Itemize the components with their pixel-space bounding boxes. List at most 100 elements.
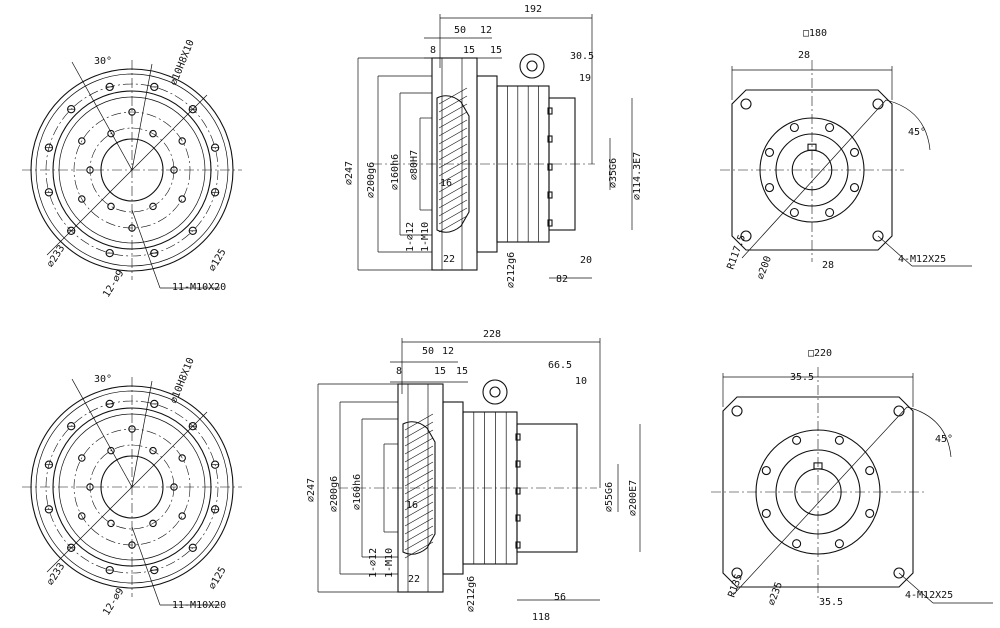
- label-d1-12: 1-⌀12: [405, 222, 416, 252]
- tapped-hole: [86, 483, 94, 491]
- label-d1-12: 1-⌀12: [368, 548, 379, 578]
- label-d22: 22: [443, 254, 455, 265]
- hatch-line: [404, 429, 434, 447]
- ring-hole: [764, 147, 775, 157]
- label-d200e7: ⌀200E7: [628, 480, 639, 516]
- label-d28b: 28: [822, 260, 834, 271]
- hatch-line: [404, 493, 434, 511]
- tapped-hole: [78, 512, 86, 520]
- hatch-line: [438, 87, 468, 105]
- front-flange-view-top: [22, 60, 242, 289]
- leader-tapped: [131, 526, 161, 606]
- label-d45: 45°: [935, 434, 953, 445]
- label-d19: 19: [579, 73, 591, 84]
- label-inner-dia: ⌀125: [207, 565, 229, 591]
- label-d15a: 15: [463, 45, 475, 56]
- diag-leader: [46, 94, 208, 256]
- corner-hole: [731, 567, 743, 579]
- angle-leader-2: [131, 380, 153, 488]
- label-d35-5b: 35.5: [819, 597, 843, 608]
- tapped-hole: [107, 446, 115, 455]
- tapped-hole: [86, 166, 94, 174]
- hatch-line: [438, 191, 468, 209]
- label-d1-m10: 1-M10: [384, 548, 395, 578]
- label-d12: 12: [442, 346, 454, 357]
- label-holes: 12-⌀9: [101, 586, 126, 617]
- lifting-eye: [519, 53, 545, 79]
- tapped-hole: [149, 446, 157, 455]
- corner-hole: [872, 98, 884, 110]
- leader-m12: [877, 235, 913, 267]
- hatch-line: [438, 103, 468, 121]
- corner-hole: [893, 405, 905, 417]
- tapped-hole: [178, 137, 186, 145]
- ring-hole: [792, 539, 802, 549]
- front-flange-view-bottom: [22, 377, 242, 606]
- hatch-line: [404, 477, 434, 495]
- label-sq220: □220: [808, 348, 832, 359]
- ring-hole: [764, 183, 775, 193]
- angle-arc: [885, 99, 931, 151]
- rivet: [547, 219, 553, 227]
- side-section-view-top: [357, 14, 633, 279]
- hatch-line: [438, 111, 468, 129]
- label-d56: 56: [554, 592, 566, 603]
- diag-leader: [46, 411, 208, 573]
- label-d1-m10: 1-M10: [420, 222, 431, 252]
- label-outer-dia: ⌀233: [45, 561, 67, 587]
- label-len-total: 192: [524, 4, 542, 15]
- label-d16: 16: [440, 178, 452, 189]
- rivet: [547, 163, 553, 171]
- label-d50: 50: [454, 25, 466, 36]
- label-inner-dia: ⌀125: [207, 247, 229, 273]
- hatch-line: [438, 135, 468, 153]
- label-d20: 20: [580, 255, 592, 266]
- rivet: [547, 107, 553, 115]
- label-bolt-circle: ⌀10H8X10: [169, 356, 197, 405]
- label-d30-5: 30.5: [570, 51, 594, 62]
- label-d55g6: ⌀55G6: [604, 482, 615, 512]
- label-d15b: 15: [456, 366, 468, 377]
- label-r135: R135: [726, 573, 745, 599]
- rivet: [547, 135, 553, 143]
- hatch-line: [438, 151, 468, 169]
- tapped-hole: [107, 519, 115, 528]
- ring-hole: [849, 183, 860, 193]
- label-d160h6: ⌀160h6: [352, 474, 363, 510]
- hatch-line: [438, 159, 468, 177]
- lifting-eye-hole: [526, 60, 538, 72]
- label-d10: 10: [575, 376, 587, 387]
- hatch-line: [404, 421, 434, 439]
- side-section-view-bottom: [317, 338, 641, 601]
- lifting-eye: [482, 379, 508, 405]
- hatch-line: [404, 525, 434, 543]
- ring-hole: [865, 508, 875, 518]
- label-d15b: 15: [490, 45, 502, 56]
- tapped-hole: [78, 195, 86, 203]
- label-d212g6: ⌀212g6: [466, 576, 477, 612]
- label-d247: ⌀247: [306, 478, 317, 502]
- label-len-total: 228: [483, 329, 501, 340]
- label-bolt-circle: ⌀10H8X10: [169, 38, 197, 87]
- leader-tapped: [131, 209, 161, 289]
- square-flange: [722, 396, 914, 588]
- label-d200g6: ⌀200g6: [366, 162, 377, 198]
- hatch-line: [404, 445, 434, 463]
- rivet: [515, 514, 521, 522]
- label-holes: 12-⌀9: [101, 268, 126, 299]
- label-tapped: 11-M10X20: [172, 282, 226, 293]
- label-m12: 4-M12X25: [905, 590, 953, 601]
- labels-bottom: 30° ⌀10H8X10 ⌀233 12-⌀9 11-M10X20 ⌀125 2…: [45, 329, 953, 623]
- label-d45: 45°: [908, 127, 926, 138]
- label-d82: 82: [556, 274, 568, 285]
- corner-hole: [740, 230, 752, 242]
- tapped-hole: [107, 202, 115, 211]
- tapped-hole: [178, 195, 186, 203]
- label-tapped: 11-M10X20: [172, 600, 226, 611]
- label-d35-5a: 35.5: [790, 372, 814, 383]
- ring-hole: [834, 539, 844, 549]
- label-d80h7: ⌀80H7: [409, 150, 420, 180]
- label-d15a: 15: [434, 366, 446, 377]
- diagonal-leader: [741, 99, 887, 259]
- hatch-line: [438, 95, 468, 113]
